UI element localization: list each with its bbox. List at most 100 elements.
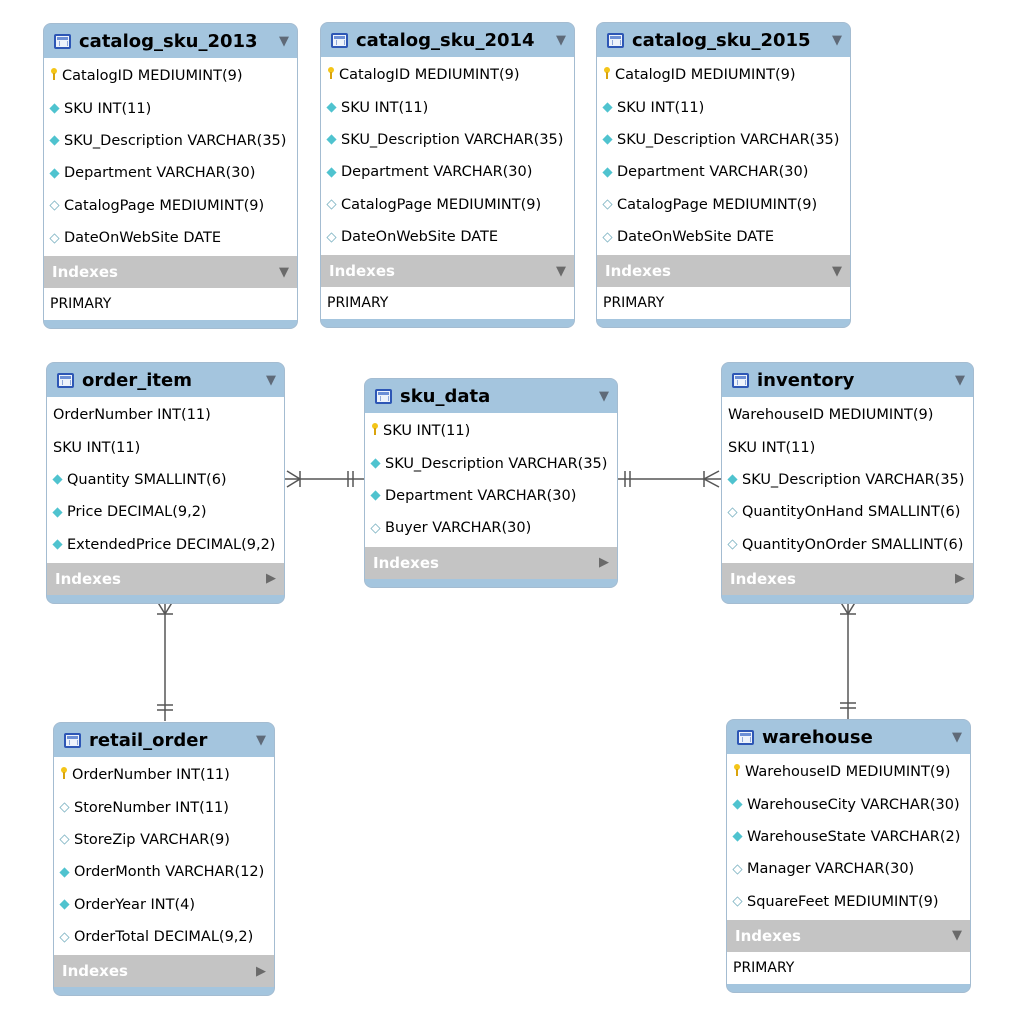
table-name: order_item — [82, 369, 192, 391]
column-row[interactable]: OrderTotal DECIMAL(9,2) — [54, 921, 274, 953]
column-row[interactable]: Buyer VARCHAR(30) — [365, 512, 617, 544]
column-row[interactable]: OrderYear INT(4) — [54, 889, 274, 921]
column-row[interactable]: CatalogID MEDIUMINT(9) — [44, 60, 297, 92]
indexes-header[interactable]: Indexes▼ — [321, 255, 574, 288]
column-row[interactable]: SKU INT(11) — [365, 415, 617, 447]
table-icon — [331, 32, 348, 48]
collapse-toggle-icon[interactable]: ▼ — [256, 732, 266, 748]
column-row[interactable]: SKU INT(11) — [44, 92, 297, 124]
column-row[interactable]: CatalogPage MEDIUMINT(9) — [321, 189, 574, 221]
column-row[interactable]: WarehouseID MEDIUMINT(9) — [722, 399, 973, 431]
index-item[interactable]: PRIMARY — [321, 287, 574, 320]
collapse-toggle-icon[interactable]: ▼ — [279, 33, 289, 49]
column-row[interactable]: DateOnWebSite DATE — [44, 222, 297, 254]
table-header[interactable]: warehouse▼ — [727, 720, 970, 754]
collapse-toggle-icon[interactable]: ▼ — [832, 263, 842, 279]
table-sku-data[interactable]: sku_data▼SKU INT(11)SKU_Description VARC… — [364, 378, 618, 588]
table-icon — [375, 388, 392, 404]
column-row[interactable]: SKU INT(11) — [321, 91, 574, 123]
column-row[interactable]: CatalogPage MEDIUMINT(9) — [44, 190, 297, 222]
column-row[interactable]: Department VARCHAR(30) — [597, 156, 850, 188]
expand-toggle-icon[interactable]: ▶ — [256, 963, 266, 979]
collapse-toggle-icon[interactable]: ▼ — [952, 928, 962, 944]
indexes-header[interactable]: Indexes▼ — [727, 919, 970, 952]
table-header[interactable]: catalog_sku_2014▼ — [321, 23, 574, 57]
collapse-toggle-icon[interactable]: ▼ — [266, 372, 276, 388]
column-row[interactable]: SquareFeet MEDIUMINT(9) — [727, 886, 970, 918]
column-row[interactable]: Department VARCHAR(30) — [44, 157, 297, 189]
nullable-column-icon — [732, 896, 743, 907]
column-row[interactable]: SKU_Description VARCHAR(35) — [597, 124, 850, 156]
table-warehouse[interactable]: warehouse▼WarehouseID MEDIUMINT(9)Wareho… — [726, 719, 971, 993]
column-row[interactable]: SKU INT(11) — [722, 431, 973, 463]
collapse-toggle-icon[interactable]: ▼ — [832, 32, 842, 48]
column-row[interactable]: WarehouseCity VARCHAR(30) — [727, 788, 970, 820]
collapse-toggle-icon[interactable]: ▼ — [279, 264, 289, 280]
column-row[interactable]: SKU_Description VARCHAR(35) — [365, 447, 617, 479]
column-row[interactable]: SKU_Description VARCHAR(35) — [321, 124, 574, 156]
column-list: CatalogID MEDIUMINT(9)SKU INT(11)SKU_Des… — [597, 57, 850, 256]
collapse-toggle-icon[interactable]: ▼ — [556, 32, 566, 48]
column-row[interactable]: SKU INT(11) — [47, 431, 284, 463]
column-label: CatalogPage MEDIUMINT(9) — [64, 197, 265, 214]
column-row[interactable]: Manager VARCHAR(30) — [727, 853, 970, 885]
expand-toggle-icon[interactable]: ▶ — [266, 571, 276, 587]
column-row[interactable]: OrderNumber INT(11) — [54, 759, 274, 791]
table-catalog-sku-2014[interactable]: catalog_sku_2014▼CatalogID MEDIUMINT(9)S… — [320, 22, 575, 329]
table-inventory[interactable]: inventory▼WarehouseID MEDIUMINT(9)SKU IN… — [721, 362, 974, 604]
collapse-toggle-icon[interactable]: ▼ — [955, 372, 965, 388]
column-row[interactable]: DateOnWebSite DATE — [597, 221, 850, 253]
index-item[interactable]: PRIMARY — [44, 288, 297, 321]
table-header[interactable]: catalog_sku_2015▼ — [597, 23, 850, 57]
column-row[interactable]: CatalogPage MEDIUMINT(9) — [597, 189, 850, 221]
column-row[interactable]: Department VARCHAR(30) — [365, 480, 617, 512]
column-row[interactable]: ExtendedPrice DECIMAL(9,2) — [47, 529, 284, 561]
indexes-header[interactable]: Indexes▼ — [44, 256, 297, 289]
column-row[interactable]: SKU INT(11) — [597, 91, 850, 123]
column-row[interactable]: OrderNumber INT(11) — [47, 399, 284, 431]
expand-toggle-icon[interactable]: ▶ — [599, 555, 609, 571]
column-row[interactable]: WarehouseID MEDIUMINT(9) — [727, 756, 970, 788]
column-label: DateOnWebSite DATE — [617, 229, 775, 246]
table-catalog-sku-2013[interactable]: catalog_sku_2013▼CatalogID MEDIUMINT(9)S… — [43, 23, 298, 330]
nullable-column-icon — [59, 932, 70, 943]
relationship-inventory-sku-data — [618, 470, 721, 488]
collapse-toggle-icon[interactable]: ▼ — [599, 388, 609, 404]
not-null-column-icon — [732, 799, 743, 810]
column-row[interactable]: QuantityOnHand SMALLINT(6) — [722, 496, 973, 528]
index-item[interactable]: PRIMARY — [727, 951, 970, 984]
column-row[interactable]: Quantity SMALLINT(6) — [47, 464, 284, 496]
table-order-item[interactable]: order_item ▼ OrderNumber INT(11)SKU INT(11… — [46, 362, 285, 604]
column-row[interactable]: Department VARCHAR(30) — [321, 156, 574, 188]
column-row[interactable]: SKU_Description VARCHAR(35) — [722, 464, 973, 496]
table-header[interactable]: catalog_sku_2013▼ — [44, 24, 297, 58]
indexes-header[interactable]: Indexes▼ — [597, 255, 850, 288]
column-row[interactable]: SKU_Description VARCHAR(35) — [44, 125, 297, 157]
table-retail-order[interactable]: retail_order▼OrderNumber INT(11)StoreNum… — [53, 722, 275, 997]
expand-toggle-icon[interactable]: ▶ — [955, 571, 965, 587]
table-header[interactable]: order_item ▼ — [47, 363, 284, 397]
column-row[interactable]: CatalogID MEDIUMINT(9) — [597, 59, 850, 91]
collapse-toggle-icon[interactable]: ▼ — [952, 729, 962, 745]
column-row[interactable]: QuantityOnOrder SMALLINT(6) — [722, 529, 973, 561]
column-row[interactable]: StoreNumber INT(11) — [54, 791, 274, 823]
table-catalog-sku-2015[interactable]: catalog_sku_2015▼CatalogID MEDIUMINT(9)S… — [596, 22, 851, 329]
indexes-header[interactable]: Indexes▶ — [722, 562, 973, 595]
indexes-header[interactable]: Indexes▶ — [365, 546, 617, 579]
table-header[interactable]: retail_order▼ — [54, 723, 274, 757]
indexes-header[interactable]: Indexes▶ — [54, 955, 274, 988]
index-item[interactable]: PRIMARY — [597, 287, 850, 320]
column-row[interactable]: Price DECIMAL(9,2) — [47, 496, 284, 528]
table-header[interactable]: sku_data▼ — [365, 379, 617, 413]
column-row[interactable]: StoreZip VARCHAR(9) — [54, 824, 274, 856]
column-row[interactable]: CatalogID MEDIUMINT(9) — [321, 59, 574, 91]
column-row[interactable]: OrderMonth VARCHAR(12) — [54, 856, 274, 888]
column-row[interactable]: DateOnWebSite DATE — [321, 221, 574, 253]
column-row[interactable]: WarehouseState VARCHAR(2) — [727, 821, 970, 853]
not-null-column-icon — [52, 539, 63, 550]
column-label: Department VARCHAR(30) — [617, 164, 809, 181]
collapse-toggle-icon[interactable]: ▼ — [556, 263, 566, 279]
table-icon — [732, 372, 749, 388]
indexes-header[interactable]: Indexes▶ — [47, 562, 284, 595]
table-header[interactable]: inventory▼ — [722, 363, 973, 397]
